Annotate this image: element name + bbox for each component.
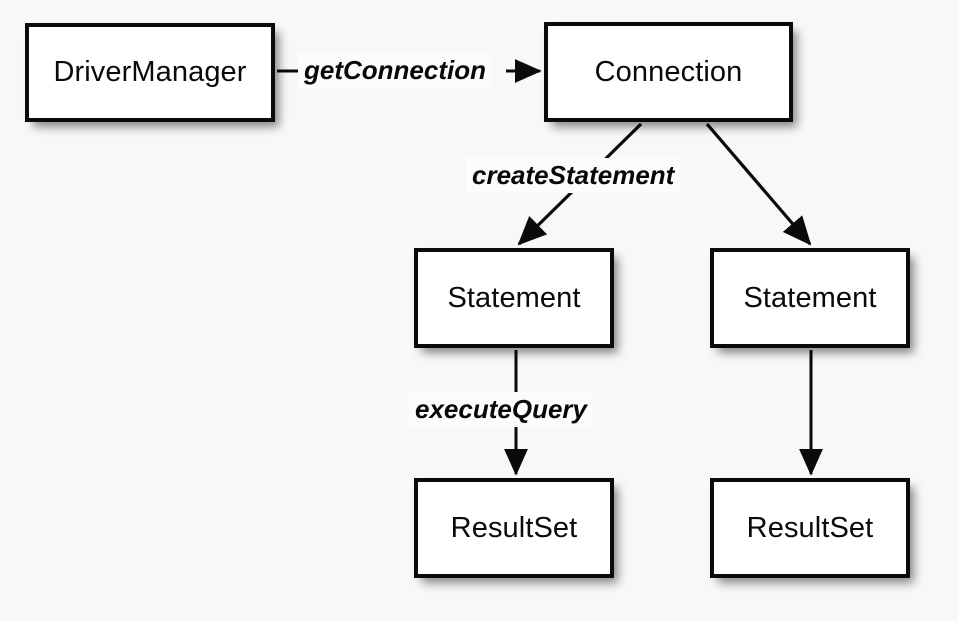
node-driver-manager-label: DriverManager: [53, 56, 247, 88]
node-connection[interactable]: Connection: [544, 22, 793, 122]
node-resultset-right[interactable]: ResultSet: [710, 478, 910, 578]
node-statement-left-label: Statement: [447, 281, 581, 314]
node-statement-right-label: Statement: [743, 281, 877, 314]
edge-label-create-statement: createStatement: [466, 158, 681, 193]
node-resultset-left[interactable]: ResultSet: [414, 478, 614, 578]
node-statement-right[interactable]: Statement: [710, 248, 910, 348]
edge-label-get-connection: getConnection: [298, 53, 492, 88]
node-connection-label: Connection: [594, 55, 743, 88]
edge-label-execute-query: executeQuery: [409, 392, 593, 427]
node-driver-manager[interactable]: DriverManager: [25, 23, 275, 122]
node-statement-left[interactable]: Statement: [414, 248, 614, 348]
edge-create-statement-2-line: [705, 122, 812, 246]
node-resultset-left-label: ResultSet: [450, 511, 578, 544]
node-resultset-right-label: ResultSet: [746, 511, 874, 544]
